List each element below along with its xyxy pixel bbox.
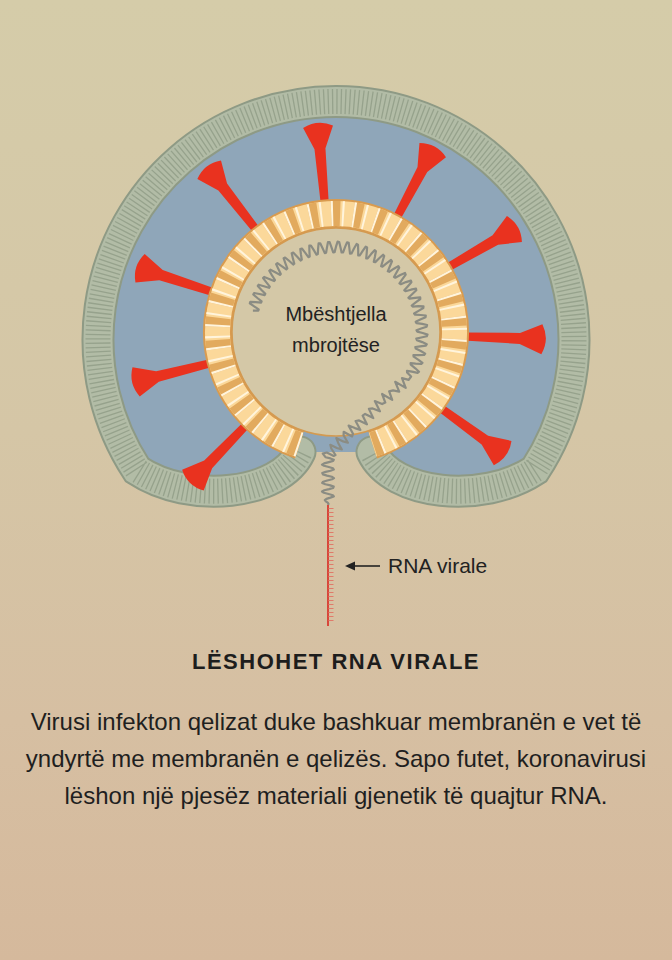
cell-membrane bbox=[98, 101, 574, 491]
caption: Virusi infekton qelizat duke bashkuar me… bbox=[21, 703, 651, 814]
title-box: LËSHOHET RNA VIRALE bbox=[56, 648, 616, 676]
inner-space bbox=[232, 228, 440, 436]
cell-interior bbox=[98, 101, 574, 491]
viral-rna-strand bbox=[328, 505, 331, 626]
rna-coil bbox=[250, 242, 428, 505]
part-label-box: Mbështjella mbrojtëse bbox=[271, 299, 401, 361]
part-label-box: RNA virale bbox=[388, 553, 588, 579]
leader-arrow bbox=[345, 562, 380, 571]
part-label: Mbështjella mbrojtëse bbox=[271, 299, 401, 361]
title: LËSHOHET RNA VIRALE bbox=[56, 648, 616, 676]
part-label: RNA virale bbox=[388, 553, 588, 579]
caption-box: Virusi infekton qelizat duke bashkuar me… bbox=[21, 703, 651, 814]
